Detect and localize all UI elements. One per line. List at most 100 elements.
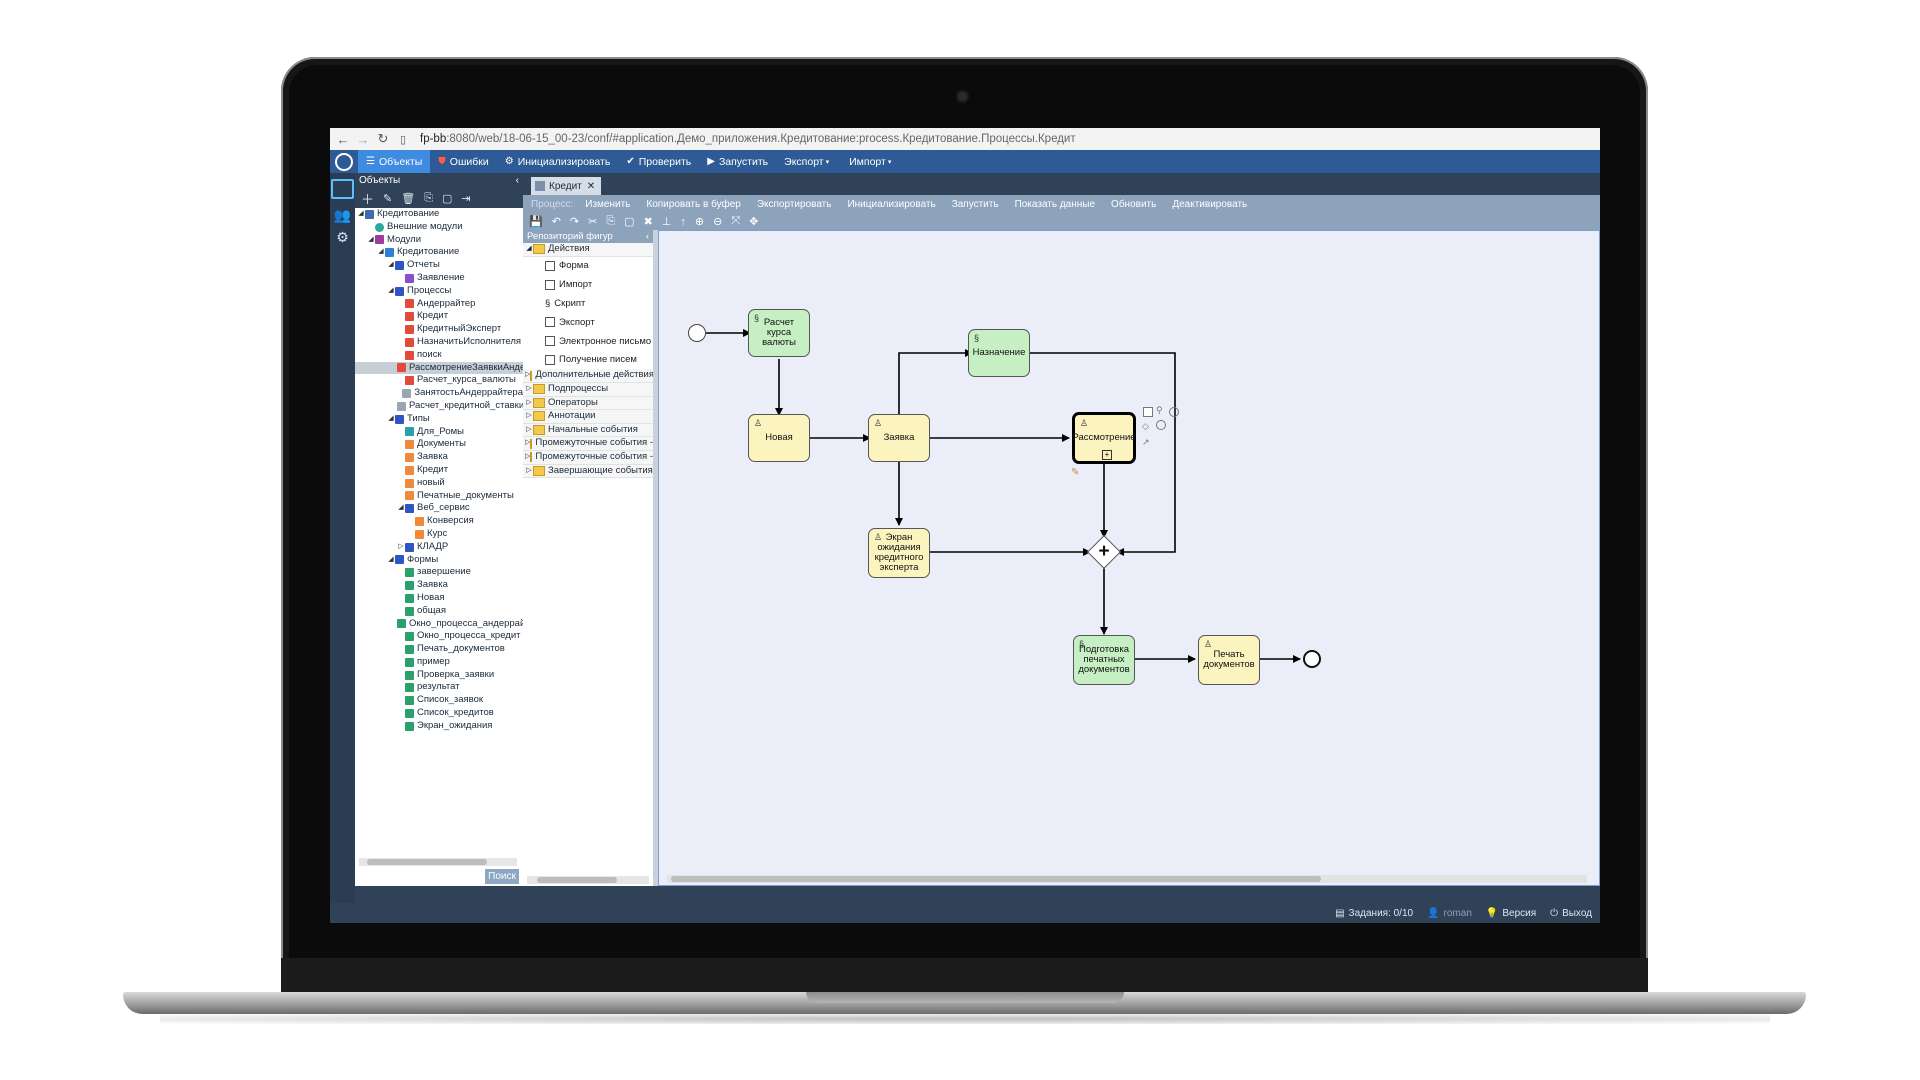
task-assign[interactable]: §Назначение (968, 329, 1030, 377)
delete-icon[interactable]: 🗑 (401, 192, 416, 205)
redo-icon[interactable]: ↷ (569, 216, 580, 228)
move-icon[interactable]: ✥ (749, 216, 759, 228)
tree-node[interactable]: Список_кредитов (355, 707, 523, 720)
tree-node[interactable]: Проверка_заявки (355, 669, 523, 682)
menu-import[interactable]: Импорт▾ (841, 150, 903, 173)
tree-node[interactable]: НазначитьИсполнителя (355, 336, 523, 349)
menu-run[interactable]: ▶Запустить (699, 150, 776, 173)
group-row[interactable]: ▷Завершающие события (523, 464, 653, 479)
tree-node[interactable]: Заявка (355, 451, 523, 464)
back-icon[interactable]: ← (336, 131, 350, 147)
edit-icon[interactable]: ✎ (383, 192, 393, 205)
tree-node[interactable]: Конверсия (355, 515, 523, 528)
undo-icon[interactable]: ↶ (551, 216, 561, 228)
delete-icon[interactable]: ✖ (643, 216, 653, 228)
task-new[interactable]: ♙Новая (748, 414, 810, 462)
tree-node[interactable]: Заявка (355, 579, 523, 592)
action-export[interactable]: Экспортировать (756, 198, 832, 210)
group-row[interactable]: ▷Дополнительные действия (523, 369, 654, 383)
shape-item[interactable]: Получение писем (523, 351, 653, 370)
tree-node[interactable]: ◢Кредитование (358, 208, 440, 219)
app-logo-icon[interactable] (330, 150, 358, 173)
tree-node[interactable]: Расчет_кредитной_ставки (355, 400, 523, 413)
tree-node[interactable]: Окно_процесса_кредит (355, 630, 523, 643)
canvas-scrollbar[interactable] (667, 875, 1587, 883)
logout-button[interactable]: ⏻Выход (1550, 908, 1592, 919)
align-icon[interactable]: ⊥ (661, 216, 672, 228)
tree-node[interactable]: Печать_документов (355, 643, 523, 656)
connect-arrow-icon[interactable]: ↗ (1142, 437, 1150, 447)
forward-icon[interactable]: → (356, 131, 370, 147)
action-initialize[interactable]: Инициализировать (847, 198, 936, 210)
tree-node-selected[interactable]: РассмотрениеЗаявкиАндер (355, 361, 523, 375)
tree-node[interactable]: ◢Отчеты (388, 259, 440, 271)
tree-node[interactable]: Печатные_документы (355, 490, 523, 503)
tree-node[interactable]: Андеррайтер (355, 298, 523, 311)
window-icon[interactable] (331, 179, 354, 199)
tree-node[interactable]: ▷КЛАДР (398, 540, 449, 552)
menu-initialize[interactable]: ⚙Инициализировать (497, 150, 619, 173)
cut-icon[interactable]: ✂ (588, 216, 598, 228)
tree-node[interactable]: Документы (355, 438, 523, 451)
menu-objects[interactable]: ☰Объекты (358, 150, 431, 173)
tasks-status[interactable]: ▤Задания: 0/10 (1335, 908, 1413, 919)
export-icon[interactable]: ⇥ (461, 192, 471, 205)
tab-credit[interactable]: Кредит✕ (531, 177, 602, 195)
shape-item[interactable]: Экспорт (523, 313, 653, 332)
task-rate[interactable]: §Расчет курса валюты (748, 309, 810, 357)
shape-item[interactable]: Форма (523, 257, 653, 276)
tree-node[interactable]: результат (355, 681, 523, 694)
tree-node[interactable]: Окно_процесса_андеррайтер (355, 618, 523, 631)
action-run[interactable]: Запустить (951, 198, 999, 210)
tree-node[interactable]: Новая (355, 592, 523, 605)
add-icon[interactable]: ＋ (361, 191, 375, 207)
tree-node[interactable]: Кредит (355, 310, 523, 323)
tree-node[interactable]: Внешние модули (355, 221, 523, 234)
paste-icon[interactable]: ▢ (442, 192, 453, 205)
tree-node[interactable]: ◢Кредитование (378, 246, 460, 258)
tree-node[interactable]: ЗанятостьАндеррайтера (355, 387, 523, 400)
end-event[interactable] (1303, 650, 1321, 668)
version-status[interactable]: 💡Версия (1486, 908, 1536, 919)
tree-node[interactable]: Расчет_курса_валюты (355, 374, 523, 387)
tree-node[interactable]: Заявление (355, 272, 523, 285)
diagram-canvas[interactable]: §Расчет курса валюты §Назначение ♙Новая … (658, 230, 1600, 886)
copy-icon[interactable]: ⎘ (606, 215, 616, 227)
action-show-data[interactable]: Показать данные (1014, 198, 1096, 210)
menu-check[interactable]: ✔Проверить (618, 150, 699, 173)
url-field[interactable]: fp-bb:8080/web/18-06-15_00-23/conf/#appl… (420, 133, 1076, 145)
tree-node[interactable]: ◢Формы (388, 553, 439, 565)
search-button[interactable]: Поиск (485, 869, 519, 884)
menu-export[interactable]: Экспорт▾ (776, 150, 841, 173)
tree-node[interactable]: Для_Ромы (355, 426, 523, 439)
group-row[interactable]: ▷Подпроцессы (523, 382, 653, 397)
zoom-fit-icon[interactable]: ⤧ (731, 215, 741, 227)
menu-errors[interactable]: ⛊Ошибки (430, 150, 496, 173)
group-row[interactable]: ▷Операторы (523, 396, 653, 411)
group-row[interactable]: ▷Аннотации (523, 410, 653, 424)
arrange-icon[interactable]: ↑ (680, 215, 686, 228)
shape-item[interactable]: §Скрипт (545, 298, 586, 310)
collapse-icon[interactable]: ‹ (645, 231, 649, 242)
collapse-icon[interactable]: ‹ (515, 175, 519, 186)
task-request[interactable]: ♙Заявка (868, 414, 930, 462)
action-edit[interactable]: Изменить (585, 198, 631, 210)
action-deactivate[interactable]: Деактивировать (1172, 198, 1248, 210)
start-event[interactable] (688, 324, 706, 342)
tree-node[interactable]: Кредит (355, 464, 523, 477)
tree-node[interactable]: ◢Типы (388, 412, 430, 424)
panel-splitter[interactable] (653, 230, 658, 886)
save-icon[interactable]: 💾 (529, 216, 543, 228)
square-handle-icon[interactable] (1143, 407, 1153, 417)
zoom-in-icon[interactable]: ⊕ (694, 216, 705, 228)
users-icon[interactable]: 👥 (333, 207, 352, 223)
group-row[interactable]: ▷Промежуточные события - со (523, 450, 666, 465)
tree-node[interactable]: поиск (355, 349, 523, 362)
copy-icon[interactable]: ⎘ (424, 191, 434, 204)
diamond-handle-icon[interactable]: ◇ (1142, 421, 1149, 431)
repository-scrollbar[interactable] (527, 876, 649, 884)
user-status[interactable]: 👤roman (1427, 908, 1472, 919)
circle-handle-icon[interactable] (1169, 407, 1179, 417)
morph-icon[interactable]: ✎ (1071, 467, 1080, 478)
group-row[interactable]: ▷Начальные события (523, 423, 653, 438)
